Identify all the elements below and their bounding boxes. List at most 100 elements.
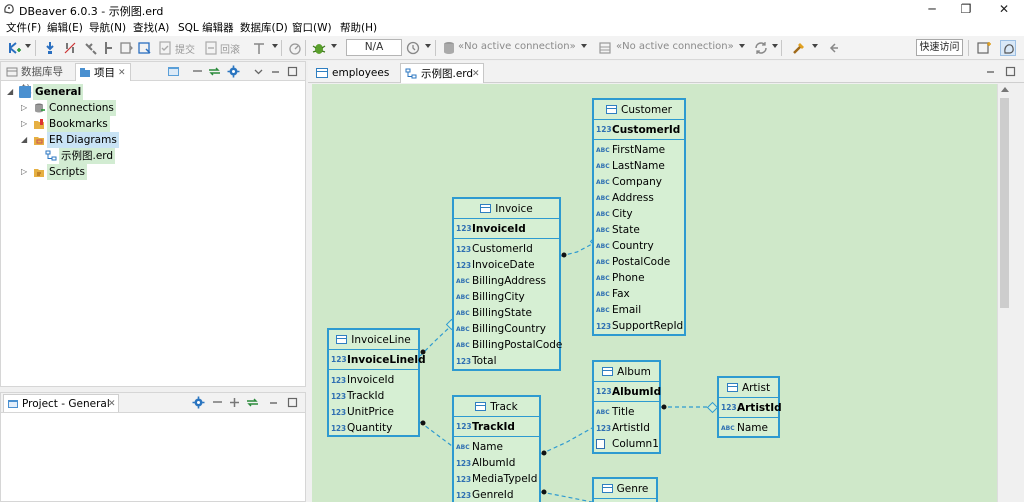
tab-employees[interactable]: employees bbox=[312, 63, 400, 83]
tab-project-general[interactable]: Project - General ✕ bbox=[3, 394, 119, 412]
tree-item-erd-file[interactable]: 示例图.erd bbox=[45, 148, 165, 164]
quick-access-field[interactable]: 快速访问 bbox=[916, 39, 963, 56]
tools-icon[interactable] bbox=[791, 40, 807, 56]
collapsed-arrow-icon[interactable]: ▷ bbox=[21, 119, 28, 128]
collapsed-arrow-icon[interactable]: ▷ bbox=[21, 103, 28, 112]
commit-button[interactable]: 提交 bbox=[175, 45, 195, 56]
scroll-up-arrow-icon[interactable] bbox=[1001, 87, 1009, 92]
tab-database-navigator[interactable]: 数据库导航 bbox=[5, 63, 73, 96]
new-connection-icon[interactable] bbox=[6, 40, 22, 56]
entity-header[interactable]: Artist bbox=[719, 378, 778, 398]
restore-button[interactable]: ❐ bbox=[960, 2, 972, 16]
collapsed-arrow-icon[interactable]: ▷ bbox=[21, 167, 28, 176]
entity-header[interactable]: Genre bbox=[594, 479, 656, 499]
tree-item-bookmarks[interactable]: ▷ Bookmarks bbox=[21, 116, 110, 132]
maximize-view-icon[interactable] bbox=[286, 396, 299, 409]
rollback-icon[interactable] bbox=[203, 40, 219, 56]
minimize-view-icon[interactable] bbox=[267, 396, 280, 409]
settings-gear-icon[interactable] bbox=[192, 396, 205, 409]
link-with-editor-icon[interactable] bbox=[208, 65, 221, 78]
entity-header[interactable]: InvoiceLine bbox=[329, 330, 418, 350]
tree-item-connections[interactable]: ▷ Connections bbox=[21, 100, 116, 116]
link-with-editor-icon[interactable] bbox=[246, 396, 259, 409]
disconnect-icon[interactable] bbox=[62, 40, 78, 56]
transaction-mode-icon[interactable] bbox=[118, 40, 134, 56]
attribute-row[interactable]: Column1 bbox=[594, 436, 659, 452]
expanded-arrow-icon[interactable]: ◢ bbox=[21, 135, 28, 144]
transaction-isolation-field[interactable]: N/A bbox=[346, 39, 402, 56]
menu-sql-editor[interactable]: SQL 编辑器 bbox=[178, 22, 234, 34]
menu-window[interactable]: 窗口(W) bbox=[292, 22, 332, 34]
open-perspective-icon[interactable] bbox=[976, 40, 992, 56]
cancel-query-icon[interactable] bbox=[101, 40, 117, 56]
view-menu-icon[interactable] bbox=[167, 65, 180, 78]
pending-transactions-icon[interactable] bbox=[287, 40, 303, 56]
entity-header[interactable]: Invoice bbox=[454, 199, 559, 219]
scrollbar-thumb[interactable] bbox=[1000, 98, 1009, 308]
close-button[interactable]: ✕ bbox=[998, 2, 1010, 16]
tree-item-scripts[interactable]: ▷ Scripts bbox=[21, 164, 87, 180]
collapse-all-icon[interactable] bbox=[191, 65, 204, 78]
invalidate-icon[interactable] bbox=[82, 40, 98, 56]
connect-icon[interactable] bbox=[42, 40, 58, 56]
database-icon[interactable] bbox=[441, 40, 457, 56]
commit-mode-icon[interactable] bbox=[137, 40, 153, 56]
menu-navigate[interactable]: 导航(N) bbox=[89, 22, 127, 34]
entity-header[interactable]: Track bbox=[454, 397, 539, 417]
dbeaver-perspective-icon[interactable] bbox=[1000, 40, 1016, 56]
expand-all-icon[interactable] bbox=[228, 396, 241, 409]
minimize-button[interactable]: ─ bbox=[928, 2, 936, 16]
collapse-all-icon[interactable] bbox=[211, 396, 224, 409]
entity-header[interactable]: Album bbox=[594, 362, 659, 382]
view-menu-dropdown-icon[interactable] bbox=[252, 65, 265, 78]
maximize-view-icon[interactable] bbox=[286, 65, 299, 78]
entity-genre[interactable]: Genre bbox=[592, 477, 658, 502]
active-schema-selector[interactable]: «No active connection» bbox=[616, 41, 734, 52]
menu-edit[interactable]: 编辑(E) bbox=[47, 22, 83, 34]
minimize-editor-icon[interactable] bbox=[984, 65, 997, 78]
menu-help[interactable]: 帮助(H) bbox=[340, 22, 378, 34]
refresh-icon[interactable] bbox=[753, 40, 769, 56]
active-connection-selector[interactable]: «No active connection» bbox=[458, 41, 576, 52]
schema-icon[interactable] bbox=[597, 40, 613, 56]
rollback-button[interactable]: 回滚 bbox=[220, 45, 240, 56]
back-icon[interactable] bbox=[826, 40, 842, 56]
close-tab-icon[interactable]: ✕ bbox=[108, 399, 116, 409]
menu-file[interactable]: 文件(F) bbox=[6, 22, 42, 34]
menu-database[interactable]: 数据库(D) bbox=[240, 22, 288, 34]
tab-projects[interactable]: 项目 ✕ bbox=[75, 63, 131, 81]
